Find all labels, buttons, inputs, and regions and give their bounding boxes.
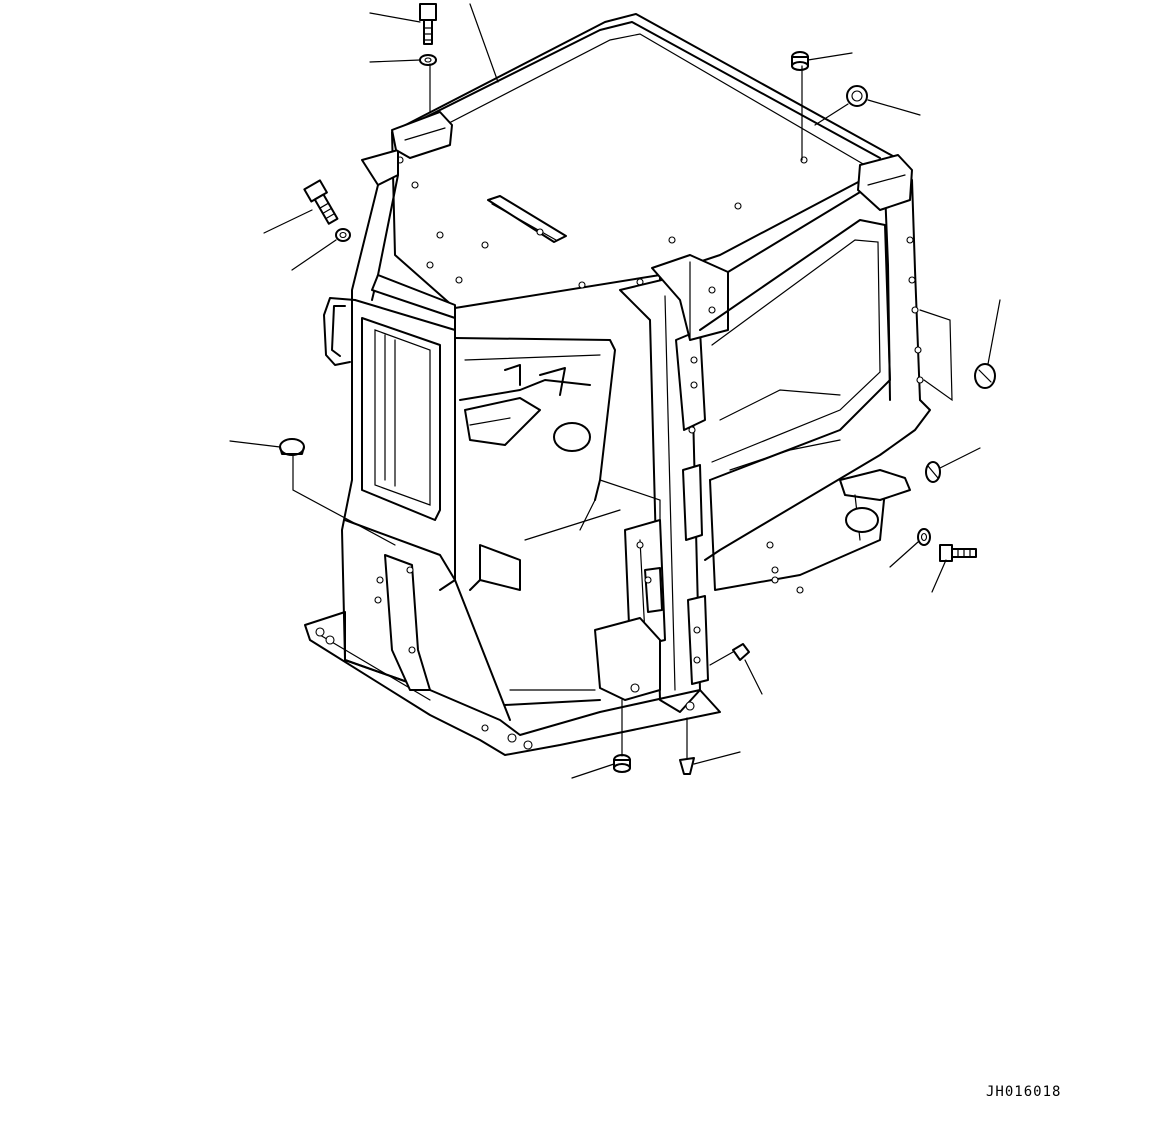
drawing-id-label: JH016018 [986, 1084, 1062, 1100]
screw-right-icon [974, 363, 996, 389]
base-frame [304, 554, 721, 756]
right-side-frame [699, 154, 931, 594]
bolt-left-icon [303, 179, 339, 225]
parts [279, 3, 996, 775]
left-window-frame [323, 111, 456, 691]
bolt-top-icon [419, 3, 437, 45]
roof-holes [396, 156, 808, 289]
cap-left-icon [279, 438, 305, 456]
pin-bottom-icon [679, 757, 695, 775]
bolt-lower-right-icon [939, 544, 977, 562]
clip-icon [732, 643, 750, 661]
interior-structure [454, 337, 666, 649]
nut-right-icon [925, 461, 941, 483]
grommet-top-icon [791, 51, 809, 71]
leader-lines [229, 3, 1001, 779]
front-center-post [619, 254, 729, 713]
plug-right-icon [846, 85, 868, 107]
grommet-bottom-icon [613, 754, 631, 773]
roof-panel [391, 13, 901, 339]
